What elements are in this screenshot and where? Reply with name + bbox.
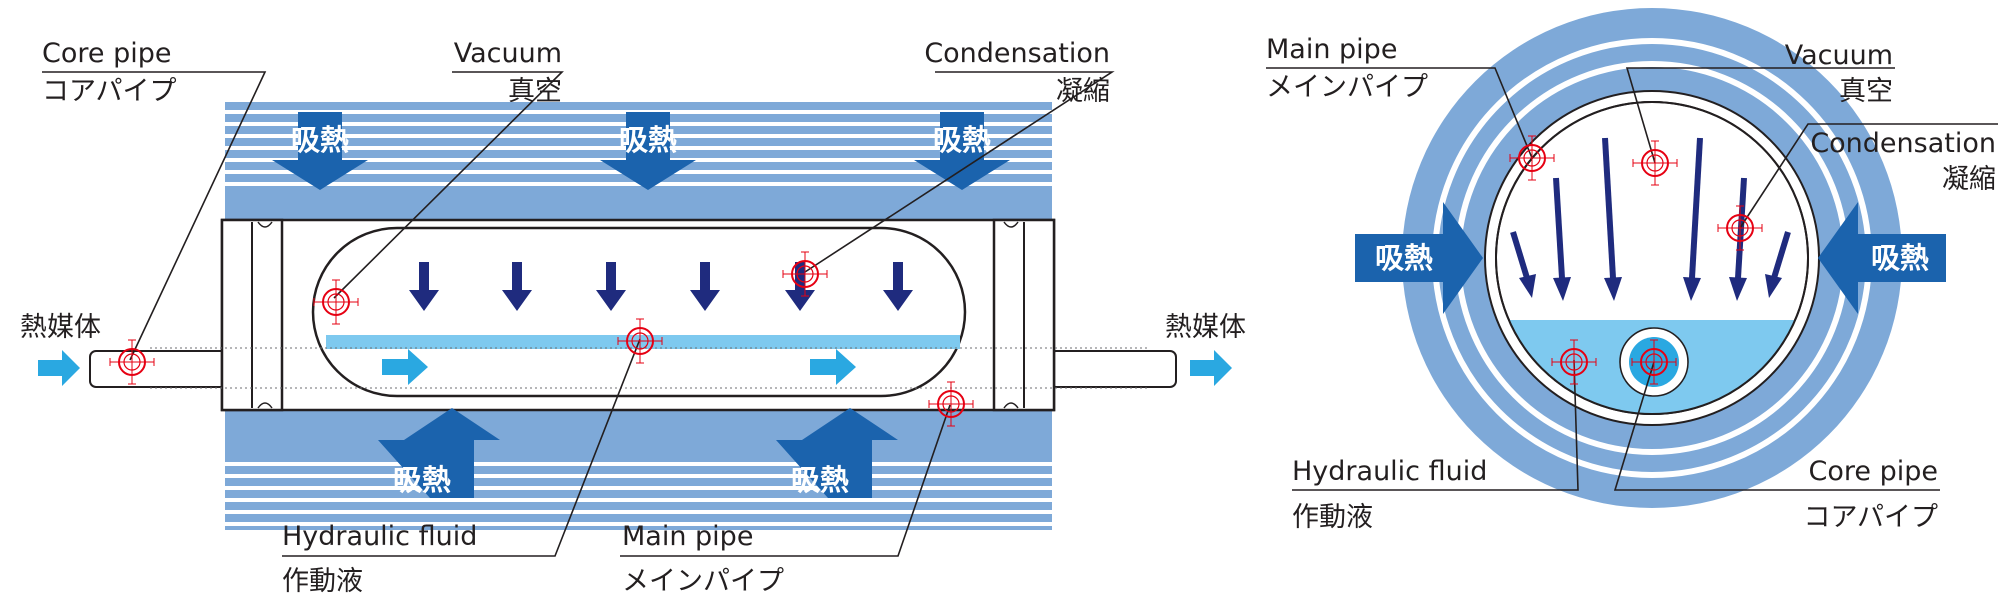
vacuum-label-en: Vacuum <box>454 38 562 69</box>
right-core-pipe-label-en: Core pipe <box>1809 456 1938 487</box>
right-main-pipe-label-jp: メインパイプ <box>1266 72 1428 103</box>
heat-absorption-label-2: 吸熱 <box>619 123 677 157</box>
heat-absorption-arrows-bottom <box>378 408 898 498</box>
right-leader-lines <box>1266 67 1998 491</box>
heat-medium-label-left: 熱媒体 <box>20 312 101 343</box>
hydraulic-fluid-layer <box>326 335 960 349</box>
right-condensation-label-jp: 凝縮 <box>1942 164 1996 195</box>
main-pipe-label-jp: メインパイプ <box>622 566 784 597</box>
condensation-arrows-circle <box>1510 137 1791 301</box>
heat-absorption-label-1: 吸熱 <box>291 123 349 157</box>
heat-absorption-arrow-right <box>1818 202 1946 314</box>
flow-arrows <box>38 349 1232 386</box>
right-core-pipe-label-jp: コアパイプ <box>1804 502 1938 533</box>
hydraulic-fluid-label-en: Hydraulic fluid <box>282 521 477 552</box>
main-pipe-label-en: Main pipe <box>622 521 753 552</box>
left-leader-lines <box>42 71 1115 557</box>
right-hydraulic-fluid-label-en: Hydraulic fluid <box>1292 456 1487 487</box>
heat-absorption-label-right: 吸熱 <box>1871 241 1929 275</box>
core-pipe-label-en: Core pipe <box>42 38 171 69</box>
right-hydraulic-fluid-label-jp: 作動液 <box>1292 502 1373 533</box>
heat-absorption-label-left: 吸熱 <box>1375 241 1433 275</box>
heat-absorption-arrows-top <box>272 112 1010 190</box>
left-diagram: 吸熱 吸熱 吸熱 吸熱 吸熱 Core pipe コアパイプ Vacuum 真空… <box>20 38 1246 597</box>
heat-absorption-arrow-left <box>1355 202 1483 314</box>
right-condensation-label-en: Condensation <box>1810 128 1996 159</box>
hydraulic-fluid-label-jp: 作動液 <box>282 566 363 597</box>
heat-absorption-label-4: 吸熱 <box>393 463 451 497</box>
right-vacuum-label-jp: 真空 <box>1839 76 1893 107</box>
heat-medium-label-right: 熱媒体 <box>1165 312 1246 343</box>
right-main-pipe-label-en: Main pipe <box>1266 34 1397 65</box>
right-diagram: 吸熱 吸熱 Main pipe メインパイプ Vacuum 真空 Condens… <box>1266 8 1998 533</box>
condensation-label-jp: 凝縮 <box>1056 76 1110 107</box>
right-vacuum-label-en: Vacuum <box>1785 40 1893 71</box>
vacuum-label-jp: 真空 <box>508 76 562 107</box>
core-pipe-label-jp: コアパイプ <box>42 76 176 107</box>
condensation-label-en: Condensation <box>924 38 1110 69</box>
heat-absorption-label-5: 吸熱 <box>791 463 849 497</box>
core-pipe-left-stub <box>89 350 231 388</box>
core-pipe-right-stub <box>1049 350 1177 388</box>
heat-absorption-label-3: 吸熱 <box>933 123 991 157</box>
